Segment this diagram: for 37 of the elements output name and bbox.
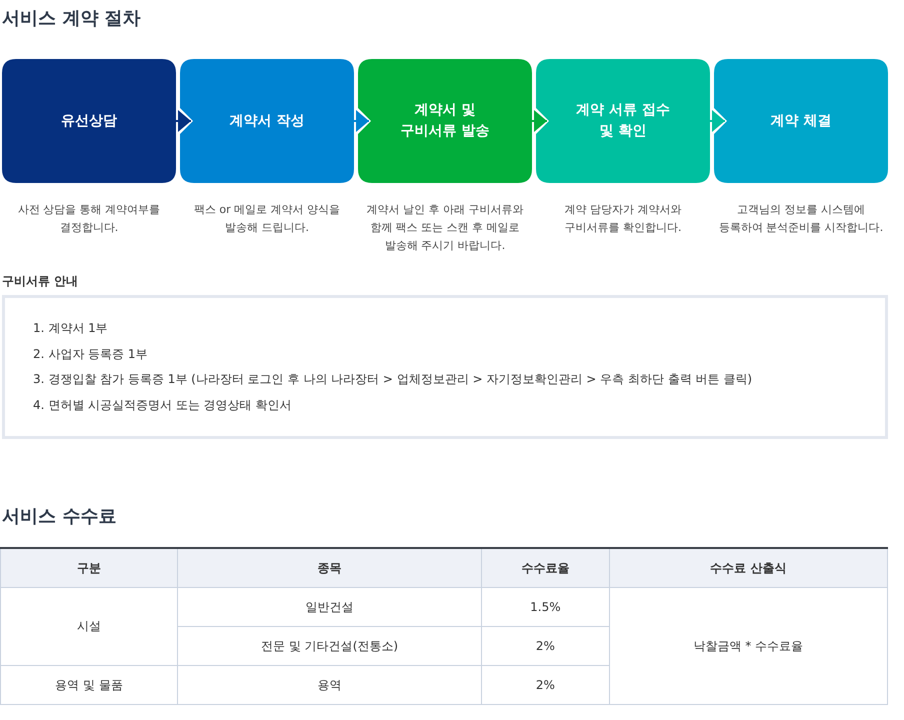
header-cell: 수수료 산출식 xyxy=(609,548,888,588)
step-description: 계약 담당자가 계약서와 구비서류를 확인합니다. xyxy=(564,202,682,236)
table-cell: 용역 및 물품 xyxy=(0,666,178,704)
list-item: 4. 면허별 시공실적증명서 또는 경영상태 확인서 xyxy=(33,396,292,414)
step-description: 사전 상담을 통해 계약여부를 결정합니다. xyxy=(16,202,162,236)
step-description: 팩스 or 메일로 계약서 양식을 발송해 드립니다. xyxy=(192,202,342,236)
step-description: 계약서 날인 후 아래 구비서류와 함께 팩스 또는 스캔 후 메일로 발송해 주시기 바랍니다. xyxy=(366,202,524,254)
step-title: 유선상담 xyxy=(60,112,118,130)
step-title: 계약서 및 구비서류 발송 xyxy=(400,101,490,141)
header-cell: 수수료율 xyxy=(482,548,610,588)
table-cell: 1.5% xyxy=(482,588,610,626)
step-title: 계약서 작성 xyxy=(228,112,306,130)
table-cell: 일반건설 xyxy=(177,588,482,626)
step-title: 계약 서류 접수 및 확인 xyxy=(575,101,671,141)
chevron-arrow xyxy=(709,110,725,132)
box-heading: 구비서류 안내 xyxy=(2,273,78,290)
step-title: 계약 체결 xyxy=(770,112,832,130)
step-box xyxy=(358,59,532,183)
step-box xyxy=(180,59,354,183)
step-description: 고객님의 정보를 시스템에 등록하여 분석준비를 시작합니다. xyxy=(718,202,884,236)
header-cell: 구분 xyxy=(0,548,178,588)
chevron-arrow xyxy=(531,110,547,132)
table-cell: 용역 xyxy=(177,666,482,704)
table-cell: 낙찰금액 * 수수료율 xyxy=(609,588,888,704)
header-cell: 종목 xyxy=(177,548,482,588)
section-title: 서비스 수수료 xyxy=(2,505,116,528)
table-cell: 전문 및 기타건설(전통소) xyxy=(177,626,482,666)
step-box xyxy=(536,59,710,183)
table-cell: 시설 xyxy=(0,588,178,666)
list-item: 2. 사업자 등록증 1부 xyxy=(33,346,148,362)
list-item: 3. 경쟁입찰 참가 등록증 1부 (나라장터 로그인 후 나의 나라장터 > 업체정보관리 > 자기정보확인관리 > 우측 최하단 출력 버튼 클릭) xyxy=(33,371,752,388)
step-box xyxy=(714,59,888,183)
section-title: 서비스 계약 절차 xyxy=(2,7,141,30)
step-box xyxy=(2,59,176,183)
list-item: 1. 계약서 1부 xyxy=(33,320,108,337)
chevron-arrow xyxy=(175,110,191,132)
chevron-arrow xyxy=(353,110,369,132)
